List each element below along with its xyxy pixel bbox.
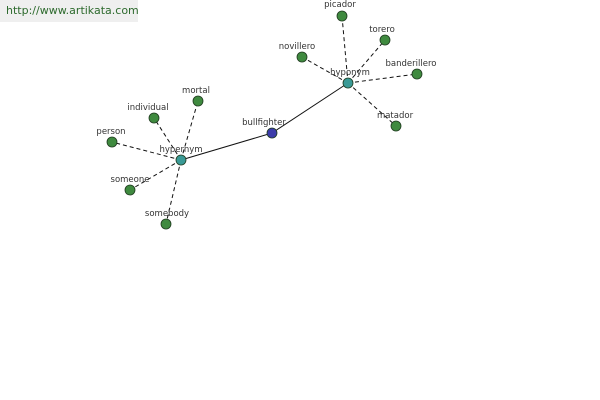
edge-hypernym-someone bbox=[129, 159, 182, 191]
node-individual[interactable] bbox=[148, 112, 160, 124]
edge-bullfighter-hyponym bbox=[271, 82, 349, 134]
node-mortal[interactable] bbox=[192, 95, 204, 107]
labels-layer: bullfighter hypernym hyponym person individu… bbox=[96, 0, 436, 219]
node-banderillero[interactable] bbox=[411, 68, 423, 80]
node-label-matador: matador bbox=[377, 111, 414, 121]
source-bar: http://www.artikata.com bbox=[0, 0, 139, 22]
node-label-person: person bbox=[96, 127, 125, 137]
edge-hypernym-mortal bbox=[180, 100, 199, 161]
source-link[interactable]: http://www.artikata.com bbox=[6, 4, 139, 17]
edge-hypernym-somebody bbox=[165, 159, 182, 225]
edge-hypernym-individual bbox=[153, 117, 182, 161]
node-label-hyponym: hyponym bbox=[330, 68, 370, 78]
node-person[interactable] bbox=[106, 136, 118, 148]
node-torero[interactable] bbox=[379, 34, 391, 46]
edge-bullfighter-hypernym bbox=[180, 132, 273, 161]
edge-hyponym-novillero bbox=[301, 56, 349, 84]
node-hyponym[interactable] bbox=[342, 77, 354, 89]
nodes-layer bbox=[106, 10, 423, 230]
node-novillero[interactable] bbox=[296, 51, 308, 63]
node-label-somebody: somebody bbox=[145, 209, 189, 219]
node-label-mortal: mortal bbox=[182, 86, 210, 96]
node-label-individual: individual bbox=[127, 103, 168, 113]
node-picador[interactable] bbox=[336, 10, 348, 22]
edge-hyponym-picador bbox=[341, 15, 349, 84]
edges-layer bbox=[111, 15, 418, 225]
node-bullfighter[interactable] bbox=[266, 127, 278, 139]
edge-hypernym-person bbox=[111, 141, 182, 161]
edge-hyponym-matador bbox=[347, 82, 397, 127]
node-someone[interactable] bbox=[124, 184, 136, 196]
node-hypernym[interactable] bbox=[175, 154, 187, 166]
node-somebody[interactable] bbox=[160, 218, 172, 230]
node-label-banderillero: banderillero bbox=[386, 59, 437, 69]
edge-hyponym-banderillero bbox=[347, 73, 418, 84]
node-label-bullfighter: bullfighter bbox=[242, 118, 286, 128]
node-label-torero: torero bbox=[369, 25, 395, 35]
node-label-novillero: novillero bbox=[279, 42, 315, 52]
node-label-picador: picador bbox=[324, 0, 356, 10]
node-matador[interactable] bbox=[390, 120, 402, 132]
node-label-someone: someone bbox=[111, 175, 150, 185]
node-label-hypernym: hypernym bbox=[159, 145, 202, 155]
edge-hyponym-torero bbox=[347, 39, 386, 84]
